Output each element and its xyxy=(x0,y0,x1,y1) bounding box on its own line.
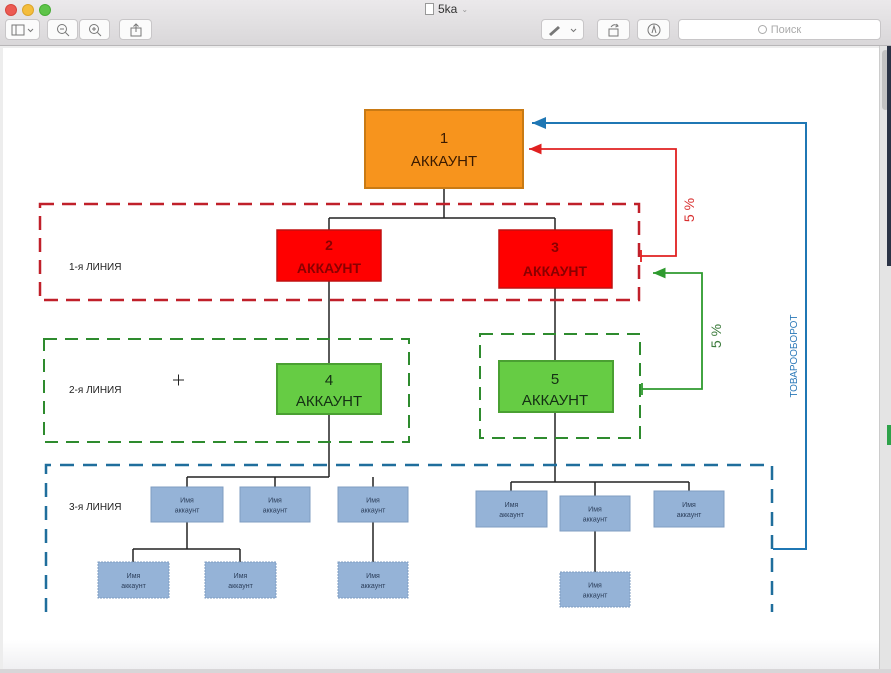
sidebar-toggle-button[interactable] xyxy=(5,19,40,40)
annotate-button[interactable] xyxy=(637,19,670,40)
search-input[interactable]: Поиск xyxy=(678,19,881,40)
leaf-account-node[interactable]: Имя аккаунт xyxy=(204,561,277,599)
commission-label-line2: 5 % xyxy=(708,324,724,348)
node-number: 5 xyxy=(551,371,559,388)
line3-frame xyxy=(44,463,774,612)
node-label: АККАУНТ xyxy=(297,260,362,276)
node-number: 1 xyxy=(440,130,448,147)
leaf-label: аккаунт xyxy=(499,512,524,519)
leaf-label: аккаунт xyxy=(121,583,146,590)
leaf-label: аккаунт xyxy=(583,593,608,600)
leaf-account-node[interactable]: Имя аккаунт xyxy=(97,561,170,599)
leaf-label: аккаунт xyxy=(361,508,386,515)
share-icon xyxy=(130,22,141,36)
line2-frame-right xyxy=(479,333,641,439)
document-title[interactable]: 5ka ⌄ xyxy=(425,2,468,16)
node-label: АККАУНТ xyxy=(411,153,477,170)
leaf-account-node[interactable]: Имя аккаунт xyxy=(559,495,631,532)
leaf-label: Имя xyxy=(588,583,602,590)
line2-frame-left xyxy=(43,338,410,443)
background-window-edge xyxy=(887,46,891,266)
leaf-label: Имя xyxy=(366,498,380,505)
background-window-edge xyxy=(887,425,891,445)
node-number: 3 xyxy=(551,239,559,255)
leaf-label: аккаунт xyxy=(175,508,200,515)
leaf-account-node[interactable]: Имя аккаунт xyxy=(337,486,409,523)
scrollbar-thumb[interactable] xyxy=(882,50,889,110)
rotate-button[interactable] xyxy=(597,19,630,40)
commission-label-line1: 5 % xyxy=(681,198,697,222)
chevron-down-icon: ⌄ xyxy=(461,4,469,14)
annotate-icon xyxy=(647,23,660,36)
leaf-label: Имя xyxy=(268,498,282,505)
leaf-label: Имя xyxy=(366,573,380,580)
rotate-icon xyxy=(608,23,619,36)
line3-leaves: ИмяаккаунтИмяаккаунтИмяаккаунтИмяаккаунт… xyxy=(97,486,725,608)
level-label: 2-я ЛИНИЯ xyxy=(69,385,121,396)
account-node-4[interactable]: 4 АККАУНТ xyxy=(276,363,382,415)
tree-connectors xyxy=(132,188,690,572)
node-label: АККАУНТ xyxy=(522,392,588,409)
share-button[interactable] xyxy=(119,19,152,40)
leaf-label: Имя xyxy=(127,573,141,580)
minimize-window-button[interactable] xyxy=(22,4,34,16)
node-number: 4 xyxy=(325,372,333,389)
node-label: АККАУНТ xyxy=(523,263,588,279)
level-label: 1-я ЛИНИЯ xyxy=(69,262,121,273)
leaf-account-node[interactable]: Имя аккаунт xyxy=(653,490,725,528)
close-window-button[interactable] xyxy=(5,4,17,16)
zoom-in-button[interactable] xyxy=(79,19,110,40)
turnover-label: ТОВАРООБОРОТ xyxy=(789,314,800,397)
leaf-account-node[interactable]: Имя аккаунт xyxy=(559,571,631,608)
document-title-text: 5ka xyxy=(438,2,458,16)
page-bottom-edge xyxy=(3,640,879,669)
node-number: 2 xyxy=(325,237,333,253)
leaf-label: Имя xyxy=(180,498,194,505)
commission-arrow-line1 xyxy=(529,143,677,257)
leaf-label: аккаунт xyxy=(228,583,253,590)
title-bar: 5ka ⌄ Поиск xyxy=(0,0,891,46)
leaf-label: аккаунт xyxy=(263,508,288,515)
account-node-2[interactable]: 2 АККАУНТ xyxy=(276,229,382,282)
leaf-account-node[interactable]: Имя аккаунт xyxy=(475,490,548,528)
leaf-account-node[interactable]: Имя аккаунт xyxy=(150,486,224,523)
leaf-label: аккаунт xyxy=(677,512,702,519)
document-icon xyxy=(425,3,434,15)
account-node-5[interactable]: 5 АККАУНТ xyxy=(498,360,614,413)
account-node-3[interactable]: 3 АККАУНТ xyxy=(498,229,613,289)
document-page: 1-я ЛИНИЯ 2-я ЛИНИЯ 3-я ЛИНИЯ 1 АККАУНТ … xyxy=(3,48,879,668)
leaf-label: Имя xyxy=(505,502,519,509)
commission-arrow-line2 xyxy=(642,267,703,390)
zoom-in-icon xyxy=(88,23,101,36)
leaf-account-node[interactable]: Имя аккаунт xyxy=(239,486,311,523)
leaf-label: аккаунт xyxy=(361,583,386,590)
search-placeholder: Поиск xyxy=(770,23,802,36)
root-account-node[interactable]: 1 АККАУНТ xyxy=(364,109,524,189)
turnover-arrow xyxy=(532,117,807,550)
zoom-out-button[interactable] xyxy=(47,19,78,40)
maximize-window-button[interactable] xyxy=(39,4,51,16)
markup-button[interactable] xyxy=(541,19,584,40)
pen-icon xyxy=(548,25,576,36)
sidebar-icon xyxy=(11,24,33,35)
node-label: АККАУНТ xyxy=(296,393,362,410)
org-chart-diagram: 1-я ЛИНИЯ 2-я ЛИНИЯ 3-я ЛИНИЯ 1 АККАУНТ … xyxy=(38,109,807,612)
leaf-label: Имя xyxy=(682,502,696,509)
leaf-label: аккаунт xyxy=(583,517,608,524)
leaf-label: Имя xyxy=(234,573,248,580)
line1-frame xyxy=(38,202,641,302)
zoom-out-icon xyxy=(56,23,69,36)
leaf-account-node[interactable]: Имя аккаунт xyxy=(337,561,409,599)
leaf-label: Имя xyxy=(588,507,602,514)
crosshair-cursor-icon xyxy=(173,374,184,386)
level-label: 3-я ЛИНИЯ xyxy=(69,502,121,513)
search-icon xyxy=(757,25,767,34)
